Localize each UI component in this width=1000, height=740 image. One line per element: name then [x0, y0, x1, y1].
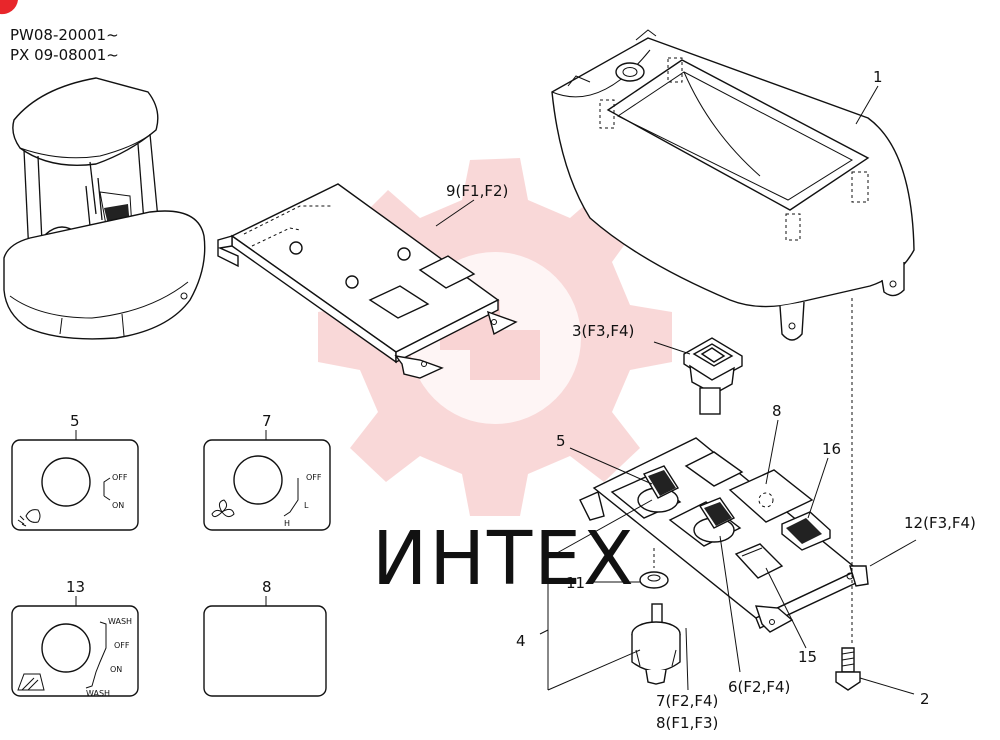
decal-panel-13: 13 WASH OFF ON WASH	[11, 578, 139, 698]
wiper-icon	[17, 673, 45, 691]
decal-7-number: 7	[262, 412, 272, 430]
decal-7-off: OFF	[306, 473, 322, 482]
leader-lines	[435, 85, 917, 695]
bracket-part-9	[217, 183, 518, 379]
label-part-9: 9(F1,F2)	[446, 182, 508, 200]
label-part-16: 16	[822, 440, 841, 458]
decal-7-l: L	[304, 501, 309, 510]
label-part-3: 3(F3,F4)	[572, 322, 634, 340]
label-part-11: 11	[566, 574, 585, 592]
decal-13-number: 13	[66, 578, 85, 596]
label-part-4: 4	[516, 632, 526, 650]
switch-panel-plate	[579, 437, 869, 633]
label-part-8: 8	[772, 402, 782, 420]
part-labels: 1 9(F1,F2) 3(F3,F4) 8 16 5 12(F3,F4) 11 …	[446, 68, 976, 732]
work-light-icon	[17, 509, 41, 527]
decal-panel-8: 8	[203, 578, 327, 697]
console-cover-part-1	[551, 29, 915, 341]
decal-5-off: OFF	[112, 473, 128, 482]
corner-mark	[0, 0, 18, 15]
label-part-8b: 8(F1,F3)	[656, 714, 718, 732]
serial-range-2: PX 09-08001~	[10, 46, 119, 64]
label-part-12: 12(F3,F4)	[904, 514, 976, 532]
decal-13-off: OFF	[114, 641, 130, 650]
decal-7-h: H	[284, 519, 290, 528]
decal-5-on: ON	[112, 501, 124, 510]
decal-13-wash-bottom: WASH	[86, 689, 110, 698]
label-part-6: 6(F2,F4)	[728, 678, 790, 696]
decal-8-number: 8	[262, 578, 272, 596]
decal-13-on: ON	[110, 665, 122, 674]
machine-cab-illustration	[3, 77, 206, 340]
label-part-15: 15	[798, 648, 817, 666]
label-part-1: 1	[873, 68, 883, 86]
switch-part-3	[683, 337, 743, 415]
label-part-2: 2	[920, 690, 930, 708]
label-part-5: 5	[556, 432, 566, 450]
decal-panel-7: 7 OFF L H	[203, 412, 331, 531]
washer-part-11	[639, 548, 669, 589]
screw-part-2	[835, 298, 861, 691]
decal-panel-5: 5 OFF ON	[11, 412, 139, 531]
fan-icon	[211, 499, 235, 518]
decal-5-number: 5	[70, 412, 80, 430]
watermark-text: ИНТЕХ	[372, 516, 636, 602]
serial-range-1: PW08-20001~	[10, 26, 119, 44]
rotary-switch-body	[631, 603, 681, 685]
decal-13-wash-top: WASH	[108, 617, 132, 626]
label-part-7: 7(F2,F4)	[656, 692, 718, 710]
